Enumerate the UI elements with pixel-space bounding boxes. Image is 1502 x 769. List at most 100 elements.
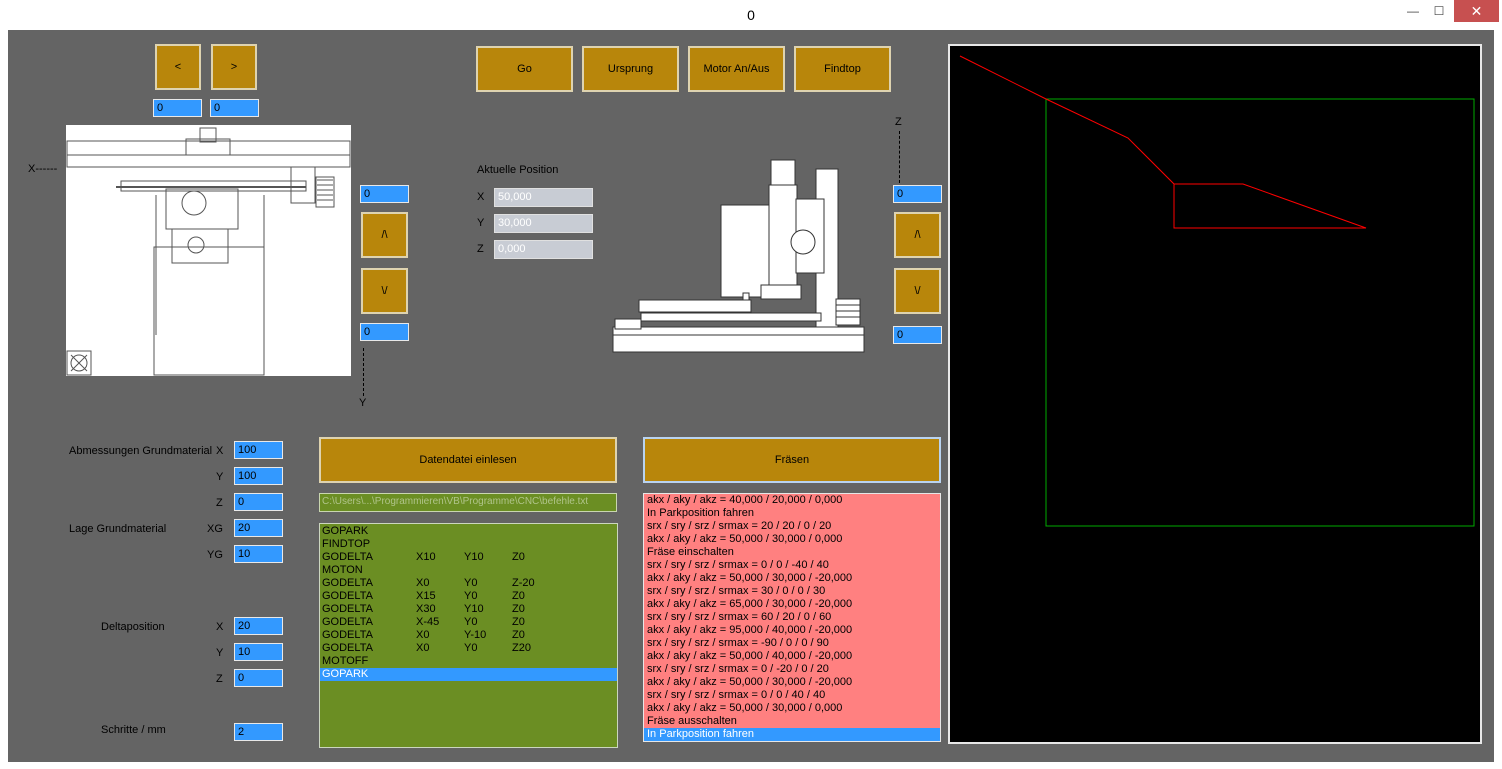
position-z-label: Z bbox=[477, 243, 484, 255]
gcode-row[interactable]: FINDTOP bbox=[320, 538, 617, 551]
y-top-value[interactable]: 0 bbox=[360, 185, 409, 203]
delta-y-label: Y bbox=[216, 647, 224, 659]
gcode-cell: Z0 bbox=[512, 616, 525, 628]
gcode-cell: MOTON bbox=[322, 564, 363, 576]
file-path-field[interactable]: C:\Users\...\Programmieren\VB\Programme\… bbox=[319, 493, 617, 512]
gcode-cell: X0 bbox=[416, 629, 430, 641]
z-up-button[interactable]: /\ bbox=[894, 212, 941, 258]
log-row[interactable]: srx / sry / srz / srmax = 0 / 0 / -40 / … bbox=[647, 559, 829, 571]
gcode-row[interactable]: GOPARK bbox=[320, 668, 617, 681]
log-row[interactable]: akx / aky / akz = 50,000 / 30,000 / 0,00… bbox=[647, 533, 843, 545]
machine-top-view-image bbox=[66, 125, 351, 376]
log-row[interactable]: srx / sry / srz / srmax = 30 / 0 / 0 / 3… bbox=[647, 585, 826, 597]
position-z-value: 0,000 bbox=[494, 240, 593, 259]
log-row[interactable]: akx / aky / akz = 50,000 / 30,000 / -20,… bbox=[647, 676, 853, 688]
gcode-cell: Y0 bbox=[464, 577, 478, 589]
toolpath-line bbox=[959, 55, 1367, 229]
log-row[interactable]: srx / sry / srz / srmax = 20 / 20 / 0 / … bbox=[647, 520, 832, 532]
gcode-cell: MOTOFF bbox=[322, 655, 369, 667]
gcode-cell: Z20 bbox=[512, 642, 531, 654]
gcode-cell: Z-20 bbox=[512, 577, 535, 589]
origin-button[interactable]: Ursprung bbox=[582, 46, 679, 92]
gcode-cell: Z0 bbox=[512, 590, 525, 602]
log-row[interactable]: In Parkposition fahren bbox=[644, 728, 940, 741]
log-row[interactable]: akx / aky / akz = 50,000 / 30,000 / -20,… bbox=[647, 572, 853, 584]
delta-position-label: Deltaposition bbox=[101, 621, 165, 633]
log-row[interactable]: Fräse einschalten bbox=[647, 546, 734, 558]
gcode-row[interactable]: MOTOFF bbox=[320, 655, 617, 668]
log-row[interactable]: In Parkposition fahren bbox=[647, 507, 755, 519]
log-row[interactable]: akx / aky / akz = 50,000 / 40,000 / -20,… bbox=[647, 650, 853, 662]
x-left-value[interactable]: 0 bbox=[153, 99, 202, 117]
gcode-cell: Y0 bbox=[464, 642, 478, 654]
go-button[interactable]: Go bbox=[476, 46, 573, 92]
gcode-row[interactable]: GOPARK bbox=[320, 525, 617, 538]
gcode-cell: Y0 bbox=[464, 590, 478, 602]
z-axis-line bbox=[899, 131, 900, 183]
material-x-field[interactable]: 100 bbox=[234, 441, 283, 459]
execution-log-list[interactable]: akx / aky / akz = 40,000 / 20,000 / 0,00… bbox=[643, 493, 941, 742]
log-row[interactable]: akx / aky / akz = 40,000 / 20,000 / 0,00… bbox=[647, 494, 843, 506]
material-x-label: X bbox=[216, 445, 224, 457]
log-row[interactable]: srx / sry / srz / srmax = -90 / 0 / 0 / … bbox=[647, 637, 829, 649]
log-row[interactable]: akx / aky / akz = 65,000 / 30,000 / -20,… bbox=[647, 598, 853, 610]
z-bottom-value[interactable]: 0 bbox=[893, 326, 942, 344]
material-z-field[interactable]: 0 bbox=[234, 493, 283, 511]
gcode-cell: Z0 bbox=[512, 629, 525, 641]
gcode-cell: GODELTA bbox=[322, 642, 373, 654]
z-down-button[interactable]: \/ bbox=[894, 268, 941, 314]
log-row[interactable]: akx / aky / akz = 50,000 / 30,000 / 0,00… bbox=[647, 702, 843, 714]
material-yg-field[interactable]: 10 bbox=[234, 545, 283, 563]
delta-x-field[interactable]: 20 bbox=[234, 617, 283, 635]
gcode-cell: Y0 bbox=[464, 616, 478, 628]
log-row[interactable]: akx / aky / akz = 95,000 / 40,000 / -20,… bbox=[647, 624, 853, 636]
load-data-file-button[interactable]: Datendatei einlesen bbox=[319, 437, 617, 483]
y-bottom-value[interactable]: 0 bbox=[360, 323, 409, 341]
gcode-cell: GODELTA bbox=[322, 590, 373, 602]
findtop-button[interactable]: Findtop bbox=[794, 46, 891, 92]
delta-y-field[interactable]: 10 bbox=[234, 643, 283, 661]
z-top-value[interactable]: 0 bbox=[893, 185, 942, 203]
maximize-icon[interactable]: ☐ bbox=[1433, 4, 1445, 18]
delta-z-field[interactable]: 0 bbox=[234, 669, 283, 687]
axis-z-label: Z bbox=[895, 116, 902, 128]
steps-per-mm-field[interactable]: 2 bbox=[234, 723, 283, 741]
position-y-label: Y bbox=[477, 217, 485, 229]
log-row[interactable]: Fräse ausschalten bbox=[647, 715, 737, 727]
position-title: Aktuelle Position bbox=[477, 164, 559, 176]
window-title: 0 bbox=[747, 7, 755, 23]
material-dimensions-label: Abmessungen Grundmaterial bbox=[69, 445, 213, 457]
x-left-button[interactable]: < bbox=[155, 44, 201, 90]
gcode-cell: GODELTA bbox=[322, 577, 373, 589]
material-y-field[interactable]: 100 bbox=[234, 467, 283, 485]
gcode-cell: GODELTA bbox=[322, 629, 373, 641]
log-row[interactable]: srx / sry / srz / srmax = 0 / -20 / 0 / … bbox=[647, 663, 829, 675]
material-boundary bbox=[1045, 98, 1475, 527]
gcode-cell: GODELTA bbox=[322, 603, 373, 615]
machine-side-view-image bbox=[611, 157, 866, 354]
minimize-icon[interactable]: — bbox=[1407, 4, 1419, 18]
x-right-button[interactable]: > bbox=[211, 44, 257, 90]
close-icon[interactable]: ✕ bbox=[1454, 0, 1499, 22]
y-up-button[interactable]: /\ bbox=[361, 212, 408, 258]
y-down-button[interactable]: \/ bbox=[361, 268, 408, 314]
material-xg-field[interactable]: 20 bbox=[234, 519, 283, 537]
motor-toggle-button[interactable]: Motor An/Aus bbox=[688, 46, 785, 92]
mill-button[interactable]: Fräsen bbox=[643, 437, 941, 483]
gcode-cell: GOPARK bbox=[322, 668, 369, 680]
log-row[interactable]: srx / sry / srz / srmax = 60 / 20 / 0 / … bbox=[647, 611, 832, 623]
gcode-row[interactable]: MOTON bbox=[320, 564, 617, 577]
x-right-value[interactable]: 0 bbox=[210, 99, 259, 117]
log-row[interactable]: srx / sry / srz / srmax = 0 / 0 / 40 / 4… bbox=[647, 689, 826, 701]
delta-x-label: X bbox=[216, 621, 224, 633]
material-y-label: Y bbox=[216, 471, 224, 483]
position-y-value: 30,000 bbox=[494, 214, 593, 233]
